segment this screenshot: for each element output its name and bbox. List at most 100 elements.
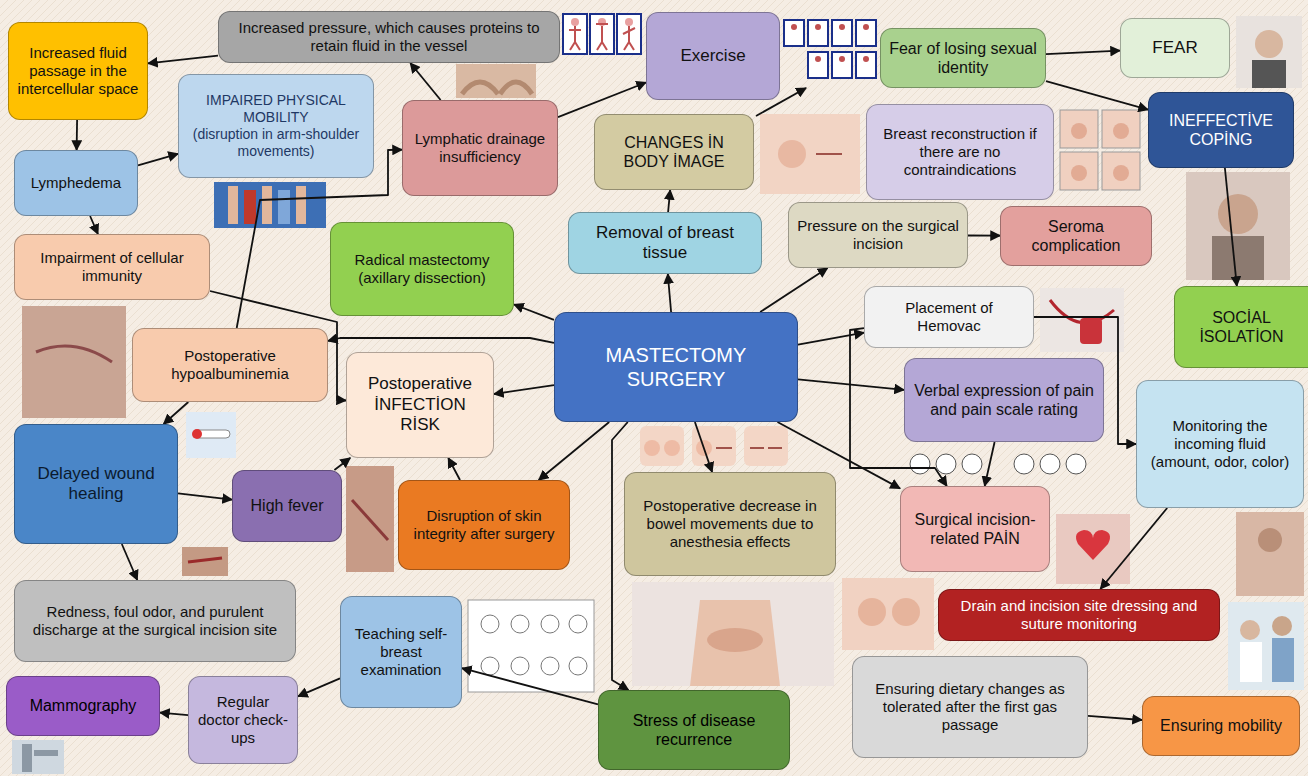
concept-box: Postoperative hypoalbuminemia	[132, 328, 328, 402]
arms-photo	[214, 182, 326, 228]
concept-box: Fear of losing sexual identity	[880, 28, 1046, 88]
box-text: Removal of breast tissue	[577, 223, 753, 264]
sad-woman-photo	[1186, 172, 1290, 280]
concept-box: Stress of disease recurrence	[598, 690, 790, 770]
box-text: Seroma complication	[1009, 217, 1143, 255]
box-text: Increased pressure, which causes protein…	[227, 19, 551, 55]
concept-box: Surgical incision-related PAİN	[900, 486, 1050, 572]
self-exam-chart	[468, 600, 594, 692]
connector-arrow	[1088, 716, 1142, 720]
thermometer-photo	[186, 412, 236, 458]
box-text: Increased fluid passage in the intercell…	[17, 44, 139, 98]
connector-arrow	[494, 385, 554, 394]
connector-arrow	[968, 235, 1000, 237]
fear-woman-photo	[1236, 16, 1302, 88]
concept-box: Exercise	[646, 12, 780, 100]
concept-box: Removal of breast tissue	[568, 212, 762, 274]
connector-arrow	[334, 458, 350, 470]
box-text: Drain and incision site dressing and sut…	[947, 597, 1211, 633]
box-text: INEFFECTİVE COPİNG	[1157, 111, 1285, 149]
connector-arrow	[76, 120, 78, 150]
concept-box: Radical mastectomy (axillary dissection)	[330, 222, 514, 316]
hemovac-photo	[1040, 288, 1124, 352]
concept-box: Lymphatic drainage insufficiency	[402, 100, 558, 196]
box-text: Disruption of skin integrity after surge…	[407, 507, 561, 543]
body-image-photo	[760, 114, 860, 194]
box-text: CHANGES İN BODY İMAGE	[603, 133, 745, 171]
box-text: FEAR	[1129, 38, 1221, 58]
chest-pain-photo	[1056, 514, 1130, 584]
connector-arrow	[164, 402, 189, 424]
box-text: Teaching self-breast examination	[349, 625, 453, 679]
concept-box: FEAR	[1120, 18, 1230, 78]
concept-box: Regular doctor check-ups	[188, 676, 298, 764]
connector-arrow	[539, 422, 610, 480]
concept-box: Teaching self-breast examination	[340, 596, 462, 708]
concept-box: Increased fluid passage in the intercell…	[8, 22, 148, 120]
concept-box: High fever	[232, 470, 342, 542]
box-text: Breast reconstruction if there are no co…	[875, 125, 1045, 179]
wound-photo	[182, 547, 228, 576]
box-text: Fear of losing sexual identity	[889, 39, 1037, 77]
connector-arrow	[138, 154, 178, 165]
box-text: Redness, foul odor, and purulent dischar…	[23, 603, 287, 639]
connector-arrow	[798, 333, 864, 345]
box-text: Impairment of cellular immunity	[23, 249, 201, 285]
concept-box: IMPAIRED PHYSICAL MOBILITY(disruption in…	[178, 74, 374, 178]
concept-box: Postoperative decrease in bowel movement…	[624, 472, 836, 576]
box-text: Radical mastectomy (axillary dissection)	[339, 251, 505, 287]
connector-arrow	[760, 268, 827, 312]
chest-scar-photo	[22, 306, 126, 418]
self-exam-photo	[842, 578, 934, 650]
woman-photo	[1236, 512, 1304, 596]
connector-arrow	[798, 379, 904, 390]
box-text: IMPAIRED PHYSICAL MOBILITY	[187, 92, 365, 126]
skin-photo	[346, 466, 394, 572]
connector-arrow	[448, 458, 460, 480]
concept-box: SOCİAL İSOLATİON	[1174, 286, 1308, 368]
box-text: MASTECTOMY SURGERY	[563, 343, 789, 391]
concept-box: Disruption of skin integrity after surge…	[398, 480, 570, 570]
connector-arrow	[695, 422, 712, 472]
concept-box: Delayed wound healing	[14, 424, 178, 544]
connector-arrow	[462, 668, 598, 704]
box-text: Delayed wound healing	[23, 464, 169, 505]
concept-box: Increased pressure, which causes protein…	[218, 11, 560, 63]
connector-arrow	[410, 63, 440, 100]
connector-arrow	[558, 83, 646, 118]
concept-box: Impairment of cellular immunity	[14, 234, 210, 300]
concept-box: Monitoring the incoming fluid (amount, o…	[1136, 380, 1304, 508]
box-text: Ensuring dietary changes as tolerated af…	[861, 680, 1079, 734]
concept-box: Lymphedema	[14, 150, 138, 216]
concept-box: Ensuring mobility	[1142, 696, 1300, 756]
box-text: High fever	[241, 496, 333, 515]
mammography-photo	[12, 740, 64, 774]
concept-box: INEFFECTİVE COPİNG	[1148, 92, 1294, 168]
box-text: Postoperative İNFECTİON RİSK	[355, 374, 485, 435]
connector-arrow	[328, 338, 554, 343]
concept-box: Placement of Hemovac	[864, 286, 1034, 348]
box-text: Surgical incision-related PAİN	[909, 510, 1041, 548]
concept-box: CHANGES İN BODY İMAGE	[594, 114, 754, 190]
concept-box: Redness, foul odor, and purulent dischar…	[14, 580, 296, 662]
box-text: Postoperative decrease in bowel movement…	[633, 497, 827, 551]
box-text: SOCİAL İSOLATİON	[1183, 308, 1300, 346]
connector-arrow	[178, 493, 232, 499]
connector-arrow	[148, 56, 218, 64]
box-text: Ensuring mobility	[1151, 716, 1291, 735]
box-text: Stress of disease recurrence	[607, 711, 781, 749]
box-text: (disruption in arm-shoulder movements)	[187, 126, 365, 160]
connector-arrow	[514, 305, 554, 320]
concept-box: Pressure on the surgical incision	[788, 202, 968, 268]
box-text: Placement of Hemovac	[873, 299, 1025, 335]
concept-box: Verbal expression of pain and pain scale…	[904, 358, 1104, 442]
arm-photo	[456, 64, 536, 98]
connector-arrow	[668, 274, 671, 312]
concept-box: Mammography	[6, 676, 160, 736]
box-text: Lymphedema	[23, 174, 129, 192]
connector-arrow	[298, 678, 340, 696]
connector-arrow	[160, 713, 188, 716]
connector-arrow	[90, 216, 98, 234]
box-text: Pressure on the surgical incision	[797, 217, 959, 253]
